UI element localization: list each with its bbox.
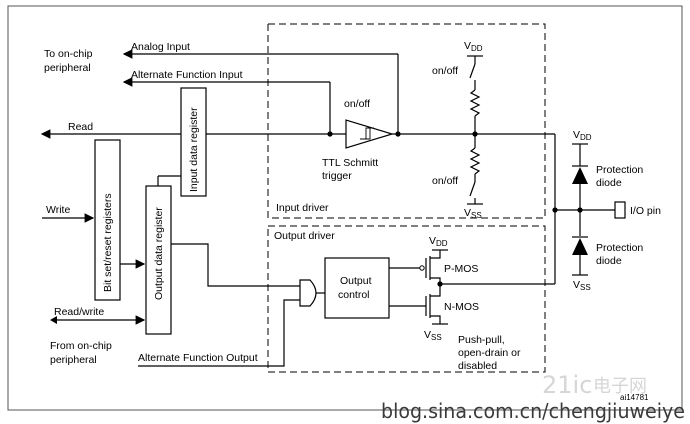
io-pin-box [614, 201, 626, 219]
pmos-label: P-MOS [444, 263, 478, 275]
write-label: Write [46, 204, 70, 216]
watermark-url: blog.sina.com.cn/chengjiuweiye [381, 399, 685, 423]
junction-alt [327, 131, 333, 137]
output-control-label-2: control [338, 289, 370, 301]
protection-diode-bottom [572, 238, 588, 255]
alt-func-output-label: Alternate Function Output [138, 352, 258, 364]
figure-id-label: ai14781 [620, 393, 649, 402]
io-pin-label: I/O pin [630, 205, 661, 217]
input-driver-label: Input driver [276, 202, 329, 214]
junction-pin [552, 207, 558, 213]
junction-analog [395, 131, 401, 137]
read-label: Read [68, 121, 93, 133]
alt-func-input-label: Alternate Function Input [131, 69, 243, 81]
read-write-label: Read/write [54, 306, 104, 318]
output-data-register-label: Output data register [153, 207, 165, 300]
output-driver-label: Output driver [274, 230, 335, 242]
vss-nmos-label: VSS [424, 329, 442, 342]
afo-to-mux [138, 299, 300, 367]
pullup-resistor [469, 89, 481, 117]
push-pull-label: Push-pull, [458, 334, 505, 346]
bit-set-reset-registers [94, 139, 121, 301]
from-onchip-label-2: peripheral [50, 354, 97, 366]
pulldown-switch [469, 181, 476, 197]
output-control-label: Output [340, 275, 372, 287]
protection-top-label-2: diode [596, 177, 622, 189]
output-driver-box [267, 225, 546, 373]
junction-mos [437, 281, 443, 287]
protection-bottom-label: Protection [596, 242, 643, 254]
input-driver-box [267, 23, 546, 219]
output-control [324, 257, 390, 319]
to-onchip-label-2: peripheral [44, 62, 91, 74]
odr-to-mux [171, 243, 300, 287]
vdd-pmos-label: VDD [429, 235, 448, 248]
outer-frame [7, 5, 683, 411]
watermark-logo: 21ic [542, 371, 592, 399]
output-data-register [145, 185, 172, 335]
on-off-pullup: on/off [432, 65, 458, 77]
input-data-register [180, 87, 207, 197]
watermark-logo-cn: 电子网 [593, 376, 647, 397]
analog-input-label: Analog Input [131, 41, 190, 53]
nmos-source [430, 315, 441, 324]
protection-bottom-label-2: diode [596, 255, 622, 267]
on-off-schmitt: on/off [344, 98, 370, 110]
vdd-prot-label: VDD [573, 129, 592, 142]
nmos-label: N-MOS [444, 301, 479, 313]
output-mux [299, 279, 317, 307]
from-onchip-label: From on-chip [50, 340, 112, 352]
on-off-pulldown: on/off [432, 175, 458, 187]
ttl-trigger-label: trigger [322, 170, 352, 182]
pulldown-resistor [469, 147, 481, 175]
pmos-gate-bubble [419, 265, 425, 271]
bit-set-reset-label: Bit set/reset registers [102, 193, 114, 292]
pullup-switch [469, 63, 476, 79]
protection-diode-top [572, 167, 588, 184]
input-data-register-label: Input data register [188, 107, 200, 192]
push-pull-label-2: open-drain or [458, 347, 521, 359]
ttl-schmitt-label: TTL Schmitt [322, 157, 378, 169]
schmitt-trigger [345, 119, 395, 149]
vdd-pullup-label: VDD [464, 40, 483, 53]
nmos-drain [430, 284, 441, 297]
to-onchip-label: To on-chip [44, 48, 93, 60]
schmitt-symbol [360, 127, 374, 140]
pmos-drain [430, 250, 441, 259]
vss-prot-label: VSS [573, 279, 591, 292]
push-pull-label-3: disabled [458, 360, 497, 372]
read-write-arrow-left [50, 316, 57, 324]
protection-top-label: Protection [596, 164, 643, 176]
vss-pulldown-label: VSS [464, 207, 482, 220]
